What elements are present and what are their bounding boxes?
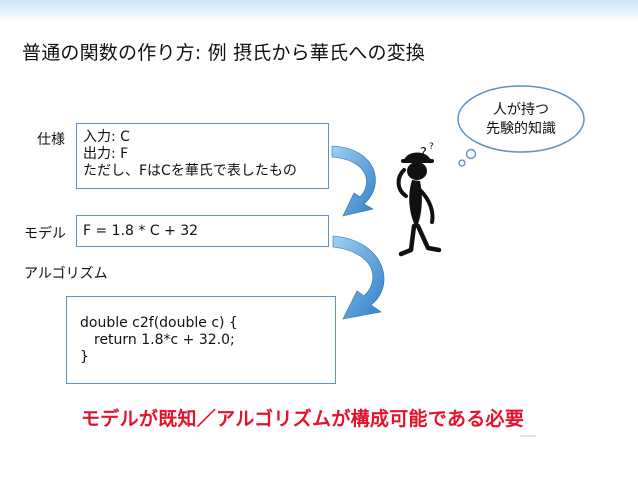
curved-arrow-icon: [332, 235, 385, 320]
requirement-statement: モデルが既知／アルゴリズムが構成可能である必要: [81, 408, 525, 430]
spec-box: 入力: C 出力: F ただし、FはCを華氏で表したもの: [76, 123, 329, 189]
model-box: F = 1.8 * C + 32: [76, 215, 329, 247]
code-line-signature: double c2f(double c) {: [80, 315, 238, 331]
spec-input-line: 入力: C: [83, 129, 130, 145]
header-gradient-band: [0, 0, 638, 22]
spec-condition-line: ただし、FはCを華氏で表したもの: [83, 163, 297, 179]
thinking-person-icon: ? ?: [396, 142, 442, 257]
code-line-return: return 1.8*c + 32.0;: [94, 332, 235, 348]
model-label: モデル: [24, 226, 66, 242]
thought-bubble-icon: [457, 85, 585, 167]
algorithm-box: double c2f(double c) { return 1.8*c + 32…: [66, 296, 336, 384]
code-line-close-brace: }: [80, 349, 89, 365]
spec-output-line: 出力: F: [83, 146, 129, 162]
footer-divider: [520, 435, 536, 437]
spec-label: 仕様: [37, 132, 65, 148]
bubble-line: 人が持つ: [493, 102, 549, 118]
svg-text:?: ?: [429, 142, 434, 152]
algorithm-label: アルゴリズム: [24, 266, 108, 282]
slide-title: 普通の関数の作り方: 例 摂氏から華氏への変換: [22, 42, 426, 64]
bubble-line: 先験的知識: [486, 121, 556, 137]
svg-text:?: ?: [420, 146, 427, 161]
curved-arrow-icon: [331, 145, 376, 217]
model-formula: F = 1.8 * C + 32: [83, 223, 199, 239]
prior-knowledge-bubble-text: 人が持つ 先験的知識: [466, 101, 576, 139]
